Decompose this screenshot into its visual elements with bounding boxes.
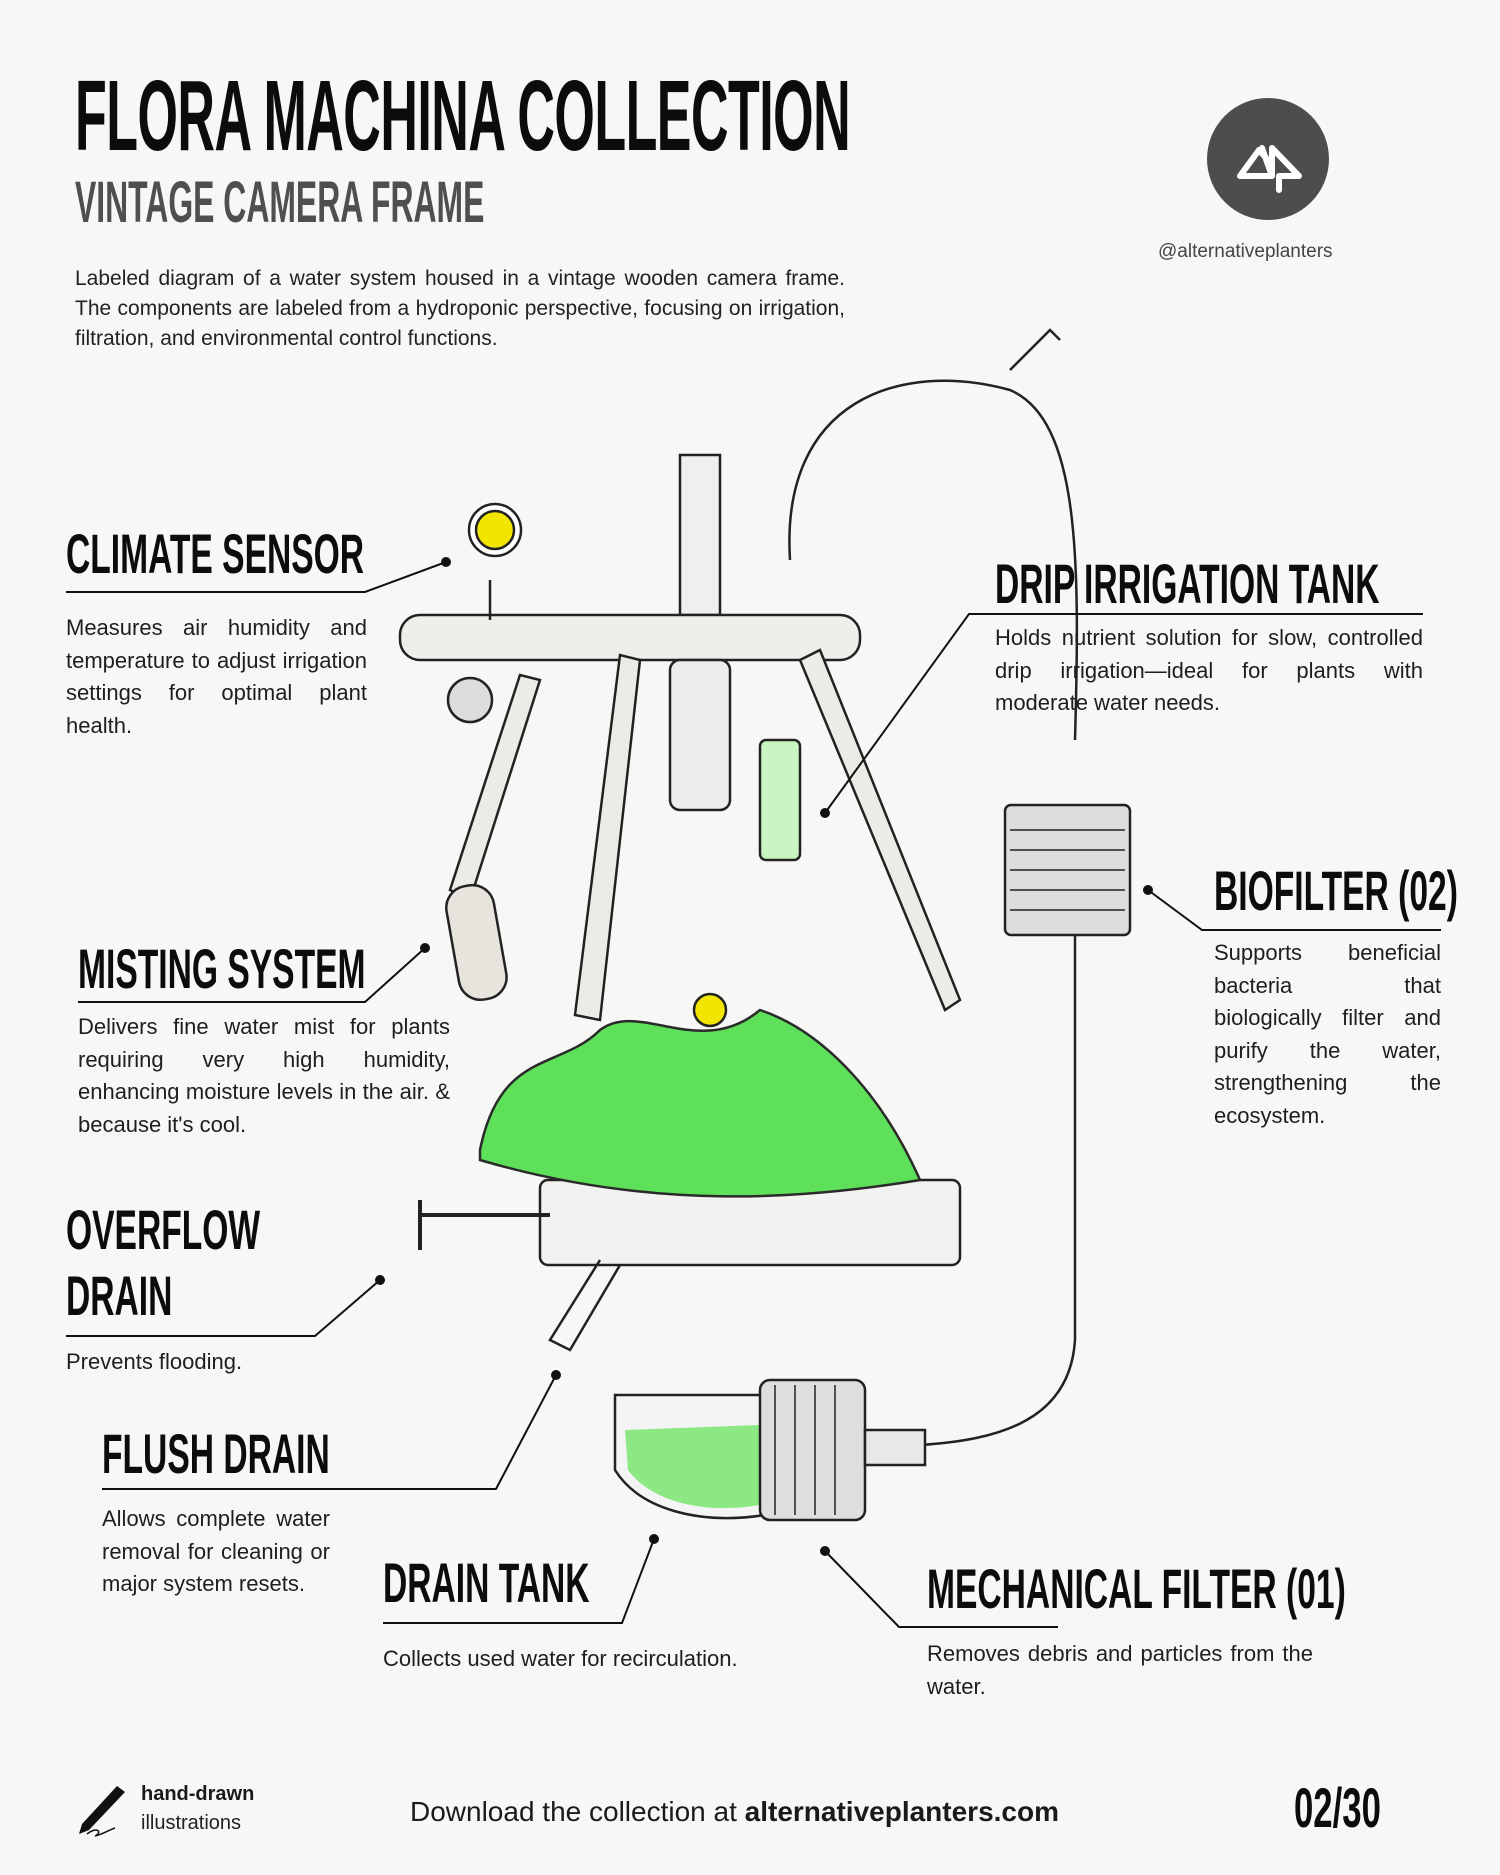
page-description: Labeled diagram of a water system housed… <box>75 267 845 350</box>
label-mechanical-filter: MECHANICAL FILTER (01) <box>927 1557 1346 1620</box>
flush-drain-text: Allows complete water removal for cleani… <box>102 1506 330 1596</box>
leader-dots <box>375 557 1153 1556</box>
mountain-logo-icon <box>1237 145 1302 193</box>
page-title: FLORA MACHINA COLLECTION <box>75 60 851 172</box>
label-overflow-drain-line1: OVERFLOW <box>66 1198 261 1261</box>
mechanical-filter-text: Removes debris and particles from the wa… <box>927 1641 1313 1699</box>
download-link[interactable]: alternativeplanters.com <box>744 1796 1059 1827</box>
social-handle[interactable]: @alternativeplanters <box>1158 241 1333 262</box>
drip-hose <box>788 379 1079 741</box>
leader-lines <box>66 561 1441 1628</box>
page-subtitle: VINTAGE CAMERA FRAME <box>75 170 485 235</box>
misting-text: Delivers fine water mist for plants requ… <box>78 1014 450 1137</box>
label-climate-sensor: CLIMATE SENSOR <box>66 522 365 585</box>
download-cta: Download the collection at alternativepl… <box>410 1796 1059 1828</box>
badge-line1: hand-drawn <box>141 1783 255 1805</box>
climate-sensor-text: Measures air humidity and temperature to… <box>66 615 367 738</box>
label-overflow-drain-line2: DRAIN <box>66 1264 173 1327</box>
label-flush-drain: FLUSH DRAIN <box>102 1422 330 1485</box>
drain-tank-text: Collects used water for recirculation. <box>383 1646 738 1671</box>
frame-drawing <box>398 328 1132 1522</box>
brand-logo[interactable] <box>1207 98 1329 220</box>
label-drain-tank: DRAIN TANK <box>383 1551 590 1614</box>
label-drip-irrigation-tank: DRIP IRRIGATION TANK <box>995 552 1380 615</box>
drip-tank-text: Holds nutrient solution for slow, contro… <box>995 625 1423 715</box>
label-biofilter: BIOFILTER (02) <box>1214 859 1458 922</box>
pencil-icon <box>79 1786 125 1837</box>
download-prefix: Download the collection at <box>410 1796 737 1827</box>
biofilter-text: Supports beneficial bacteria that biolog… <box>1214 940 1441 1128</box>
overflow-text: Prevents flooding. <box>66 1349 243 1374</box>
label-misting-system: MISTING SYSTEM <box>78 937 366 1000</box>
badge-line2: illustrations <box>141 1812 242 1834</box>
page-number: 02/30 <box>1294 1776 1381 1839</box>
